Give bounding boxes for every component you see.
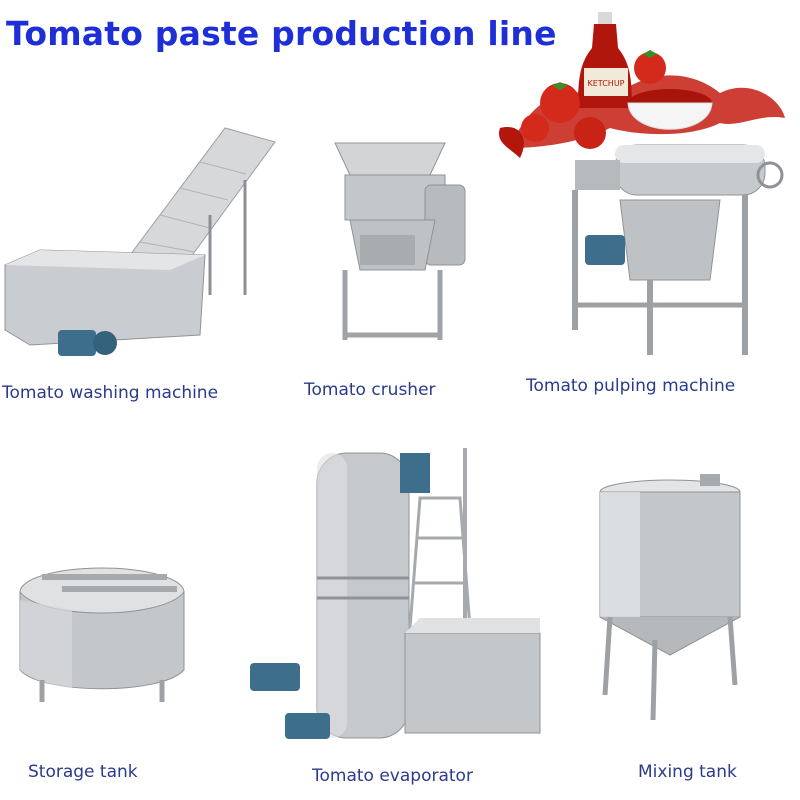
storage-tank-image — [12, 560, 192, 710]
bottle-label: KETCHUP — [588, 79, 625, 88]
washing-machine-image — [0, 120, 285, 380]
caption-pulping-machine: Tomato pulping machine — [526, 376, 736, 396]
page-title: Tomato paste production line — [6, 14, 557, 53]
caption-washing-machine: Tomato washing machine — [2, 383, 219, 403]
pulping-machine-image — [560, 140, 785, 370]
caption-crusher: Tomato crusher — [304, 380, 436, 400]
evaporator-image — [245, 438, 545, 763]
mixing-tank-image — [595, 470, 745, 730]
caption-storage-tank: Storage tank — [28, 762, 138, 782]
hero-ketchup-splash-image: KETCHUP — [490, 8, 790, 168]
caption-evaporator: Tomato evaporator — [312, 766, 473, 786]
crusher-image — [320, 135, 480, 355]
caption-mixing-tank: Mixing tank — [638, 762, 737, 782]
